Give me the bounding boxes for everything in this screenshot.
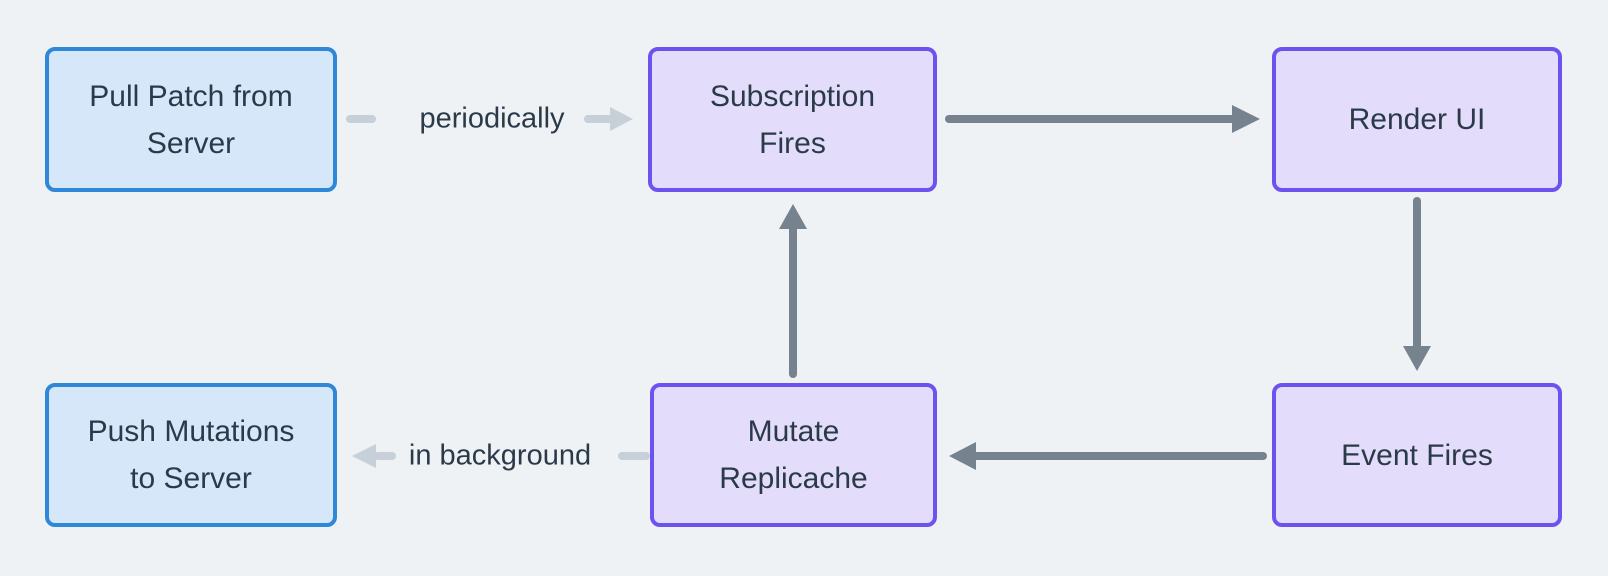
edge-event-to-mutate [949,442,1267,470]
node-subscription-fires: Subscription Fires [648,47,937,192]
edge-subscription-to-render [945,105,1260,133]
node-render-ui: Render UI [1272,47,1562,192]
node-event-fires: Event Fires [1272,383,1562,527]
node-mutate-replicache: Mutate Replicache [650,383,937,527]
edge-render-to-event [1403,197,1431,371]
edge-mutate-to-push-mutations [352,444,650,468]
edge-label-in-background: in background [408,439,592,472]
node-pull-patch-from-server: Pull Patch from Server [45,47,337,192]
edge-pull-patch-to-subscription [346,107,633,131]
edge-mutate-to-subscription [779,204,807,378]
node-push-mutations-to-server: Push Mutations to Server [45,383,337,527]
edge-label-periodically: periodically [419,102,565,135]
